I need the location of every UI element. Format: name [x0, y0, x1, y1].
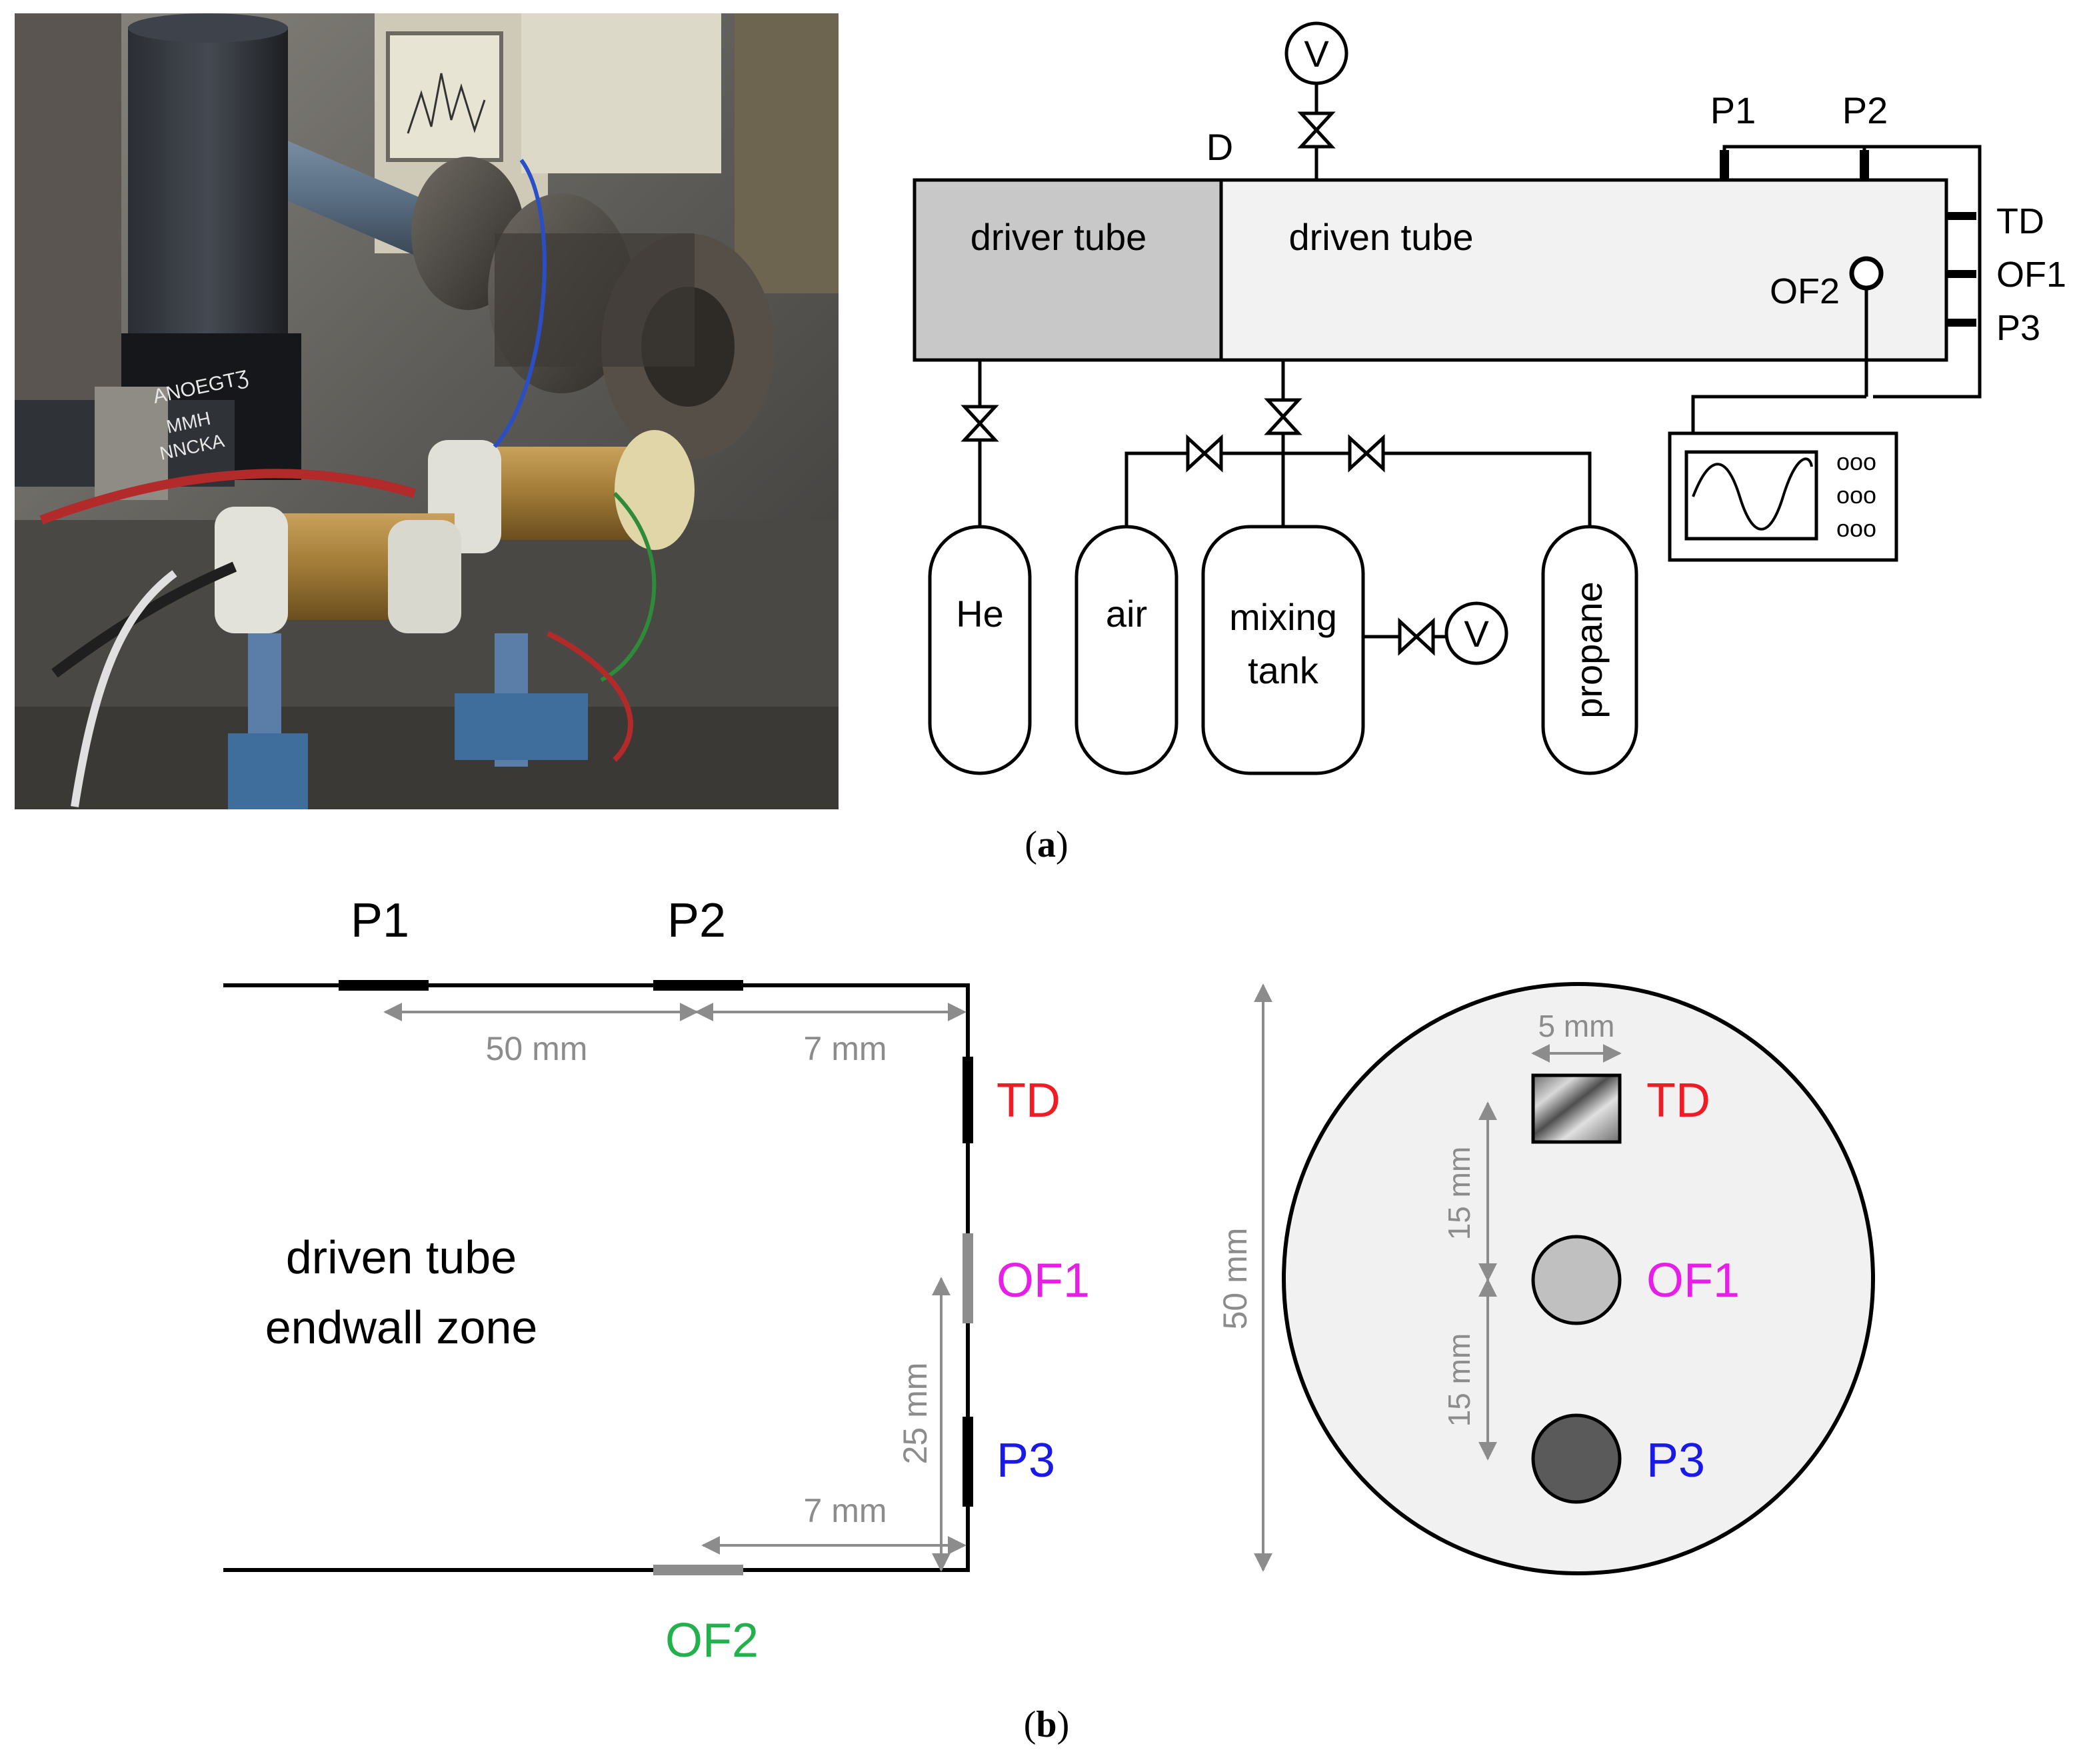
- of1-label: OF1: [997, 1254, 1090, 1307]
- scope-buttons-row-3: ooo: [1836, 515, 1876, 542]
- vacuum-gauge-side: [1444, 601, 1508, 665]
- endwall-of1-label: OF1: [1646, 1254, 1740, 1307]
- mixing-label-line1: mixing: [1229, 596, 1337, 638]
- p1-label: P1: [351, 894, 409, 947]
- air-bottle: [1074, 525, 1178, 775]
- apparatus-photo: ANOEGTƷ MMH NNCKA: [15, 13, 839, 809]
- p2-label: P2: [667, 894, 726, 947]
- p3-label: P3: [997, 1434, 1055, 1487]
- vacuum-top-label: V: [1304, 33, 1329, 75]
- vacuum-side-label: V: [1464, 613, 1489, 655]
- scope-buttons-row-2: ooo: [1836, 481, 1876, 509]
- endwall-td-label: TD: [1646, 1074, 1710, 1127]
- valve-icon: [1348, 434, 1385, 473]
- of1-element: [1531, 1235, 1622, 1325]
- waveform-icon: [1692, 457, 1813, 531]
- caption-a: (a): [1025, 824, 1068, 865]
- dim-50-diameter-label: 50 mm: [1216, 1228, 1254, 1330]
- valve-icon: [1264, 398, 1302, 435]
- driven-tube-label: driven tube: [1288, 216, 1473, 258]
- valve-icon: [961, 405, 999, 442]
- caption-b: (b): [1023, 1704, 1070, 1745]
- dim-5-label: 5 mm: [1538, 1009, 1615, 1043]
- p3-element: [1531, 1413, 1622, 1504]
- of1-sensor: [963, 1233, 973, 1323]
- dim-7-top-label: 7 mm: [804, 1030, 887, 1067]
- propane-label: propane: [1568, 581, 1610, 719]
- he-label: He: [956, 593, 1004, 635]
- of2-label: OF2: [1770, 271, 1840, 311]
- p3-sensor: [963, 1417, 973, 1507]
- dim-15-bottom-label: 15 mm: [1442, 1333, 1476, 1427]
- dim-25-label: 25 mm: [897, 1363, 934, 1465]
- dim-7-bottom-label: 7 mm: [804, 1492, 887, 1529]
- of1-label: OF1: [1996, 255, 2066, 295]
- scope-buttons-row-1: ooo: [1836, 448, 1876, 475]
- zone-label-line2: endwall zone: [265, 1301, 538, 1353]
- valve-icon: [1297, 111, 1336, 149]
- shock-tube-lab-photo: ANOEGTƷ MMH NNCKA: [15, 13, 839, 809]
- dim-50-label: 50 mm: [486, 1030, 588, 1067]
- td-label: TD: [1996, 201, 2044, 241]
- mixing-tank: [1201, 525, 1365, 775]
- driven-tube: [1219, 178, 1948, 362]
- propane-bottle: [1541, 525, 1638, 775]
- diaphragm-label: D: [1206, 126, 1233, 168]
- p2-sensor: [653, 980, 743, 991]
- p1-label: P1: [1710, 89, 1756, 131]
- p1-sensor: [339, 980, 429, 991]
- td-sensor: [963, 1057, 973, 1143]
- p3-label: P3: [1996, 308, 2040, 348]
- driver-tube-label: driver tube: [971, 216, 1147, 258]
- valve-icon: [1398, 617, 1435, 656]
- td-element: [1531, 1073, 1622, 1144]
- of2-sensor: [653, 1565, 743, 1575]
- dim-15-top-label: 15 mm: [1442, 1147, 1476, 1241]
- zone-label-line1: driven tube: [286, 1231, 517, 1283]
- td-label: TD: [997, 1074, 1060, 1127]
- mixing-label-line2: tank: [1248, 649, 1319, 691]
- driver-tube: [913, 178, 1223, 362]
- valve-icon: [1186, 434, 1223, 473]
- he-bottle: [928, 525, 1032, 775]
- endwall-p3-label: P3: [1646, 1434, 1705, 1487]
- p2-label: P2: [1842, 89, 1888, 131]
- of2-label: OF2: [665, 1614, 759, 1667]
- air-label: air: [1106, 593, 1147, 635]
